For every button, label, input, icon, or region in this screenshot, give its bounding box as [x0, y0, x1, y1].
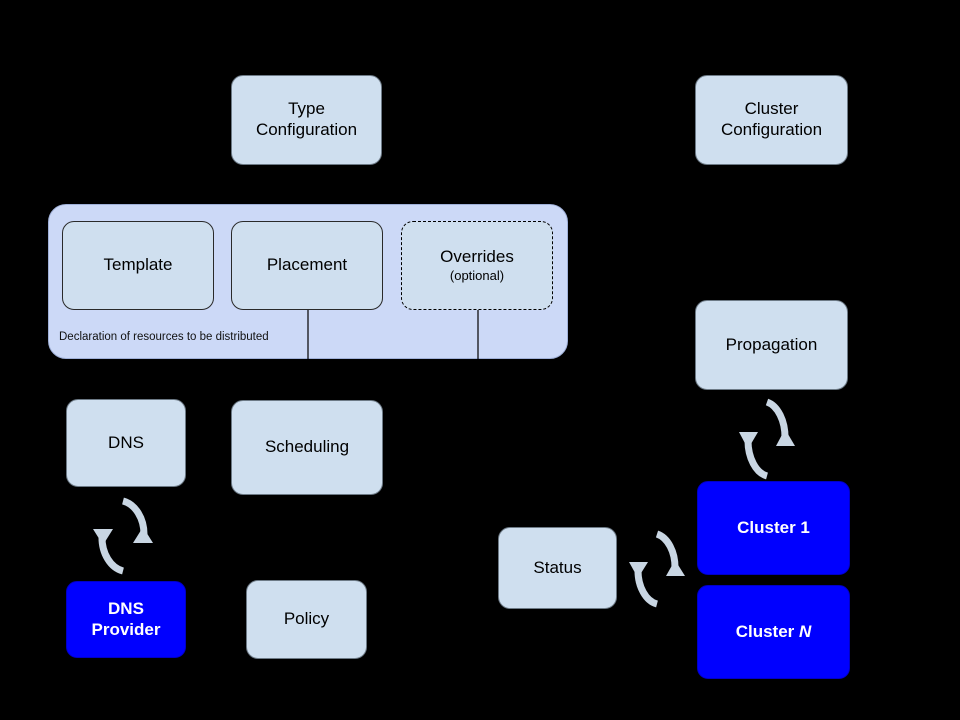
node-cluster-n[interactable]: Cluster N [697, 585, 850, 679]
node-cluster-configuration-label: Cluster Configuration [720, 99, 823, 139]
node-scheduling[interactable]: Scheduling [231, 400, 383, 495]
node-cluster-configuration[interactable]: Cluster Configuration [695, 75, 848, 165]
node-placement[interactable]: Placement [231, 221, 383, 310]
node-cluster-1-label: Cluster 1 [737, 517, 810, 537]
node-placement-label: Placement [266, 255, 348, 275]
node-propagation-label: Propagation [725, 334, 818, 354]
group-federated-resource-caption: Declaration of resources to be distribut… [59, 331, 269, 343]
node-status[interactable]: Status [498, 527, 617, 609]
node-cluster-n-label: Cluster N [735, 621, 812, 641]
node-template[interactable]: Template [62, 221, 214, 310]
node-overrides-label: Overrides (optional) [440, 247, 514, 283]
node-propagation[interactable]: Propagation [695, 300, 848, 390]
node-policy[interactable]: Policy [246, 580, 367, 659]
node-dns[interactable]: DNS [66, 399, 186, 487]
node-dns-provider[interactable]: DNS Provider [66, 581, 186, 658]
node-overrides[interactable]: Overrides (optional) [401, 221, 553, 310]
node-status-label: Status [533, 557, 582, 577]
sync-icon-status [629, 530, 685, 608]
node-type-configuration[interactable]: Type Configuration [231, 75, 382, 165]
node-template-label: Template [103, 255, 173, 275]
node-policy-label: Policy [283, 609, 330, 629]
node-type-configuration-label: Type Configuration [255, 99, 358, 139]
node-scheduling-label: Scheduling [264, 437, 350, 457]
sync-icon-propagation [739, 398, 795, 480]
sync-icon-dns [93, 497, 153, 575]
node-overrides-sublabel: (optional) [449, 267, 505, 283]
node-dns-provider-label: DNS Provider [91, 598, 161, 639]
node-dns-label: DNS [108, 432, 144, 452]
node-cluster-1[interactable]: Cluster 1 [697, 481, 850, 575]
